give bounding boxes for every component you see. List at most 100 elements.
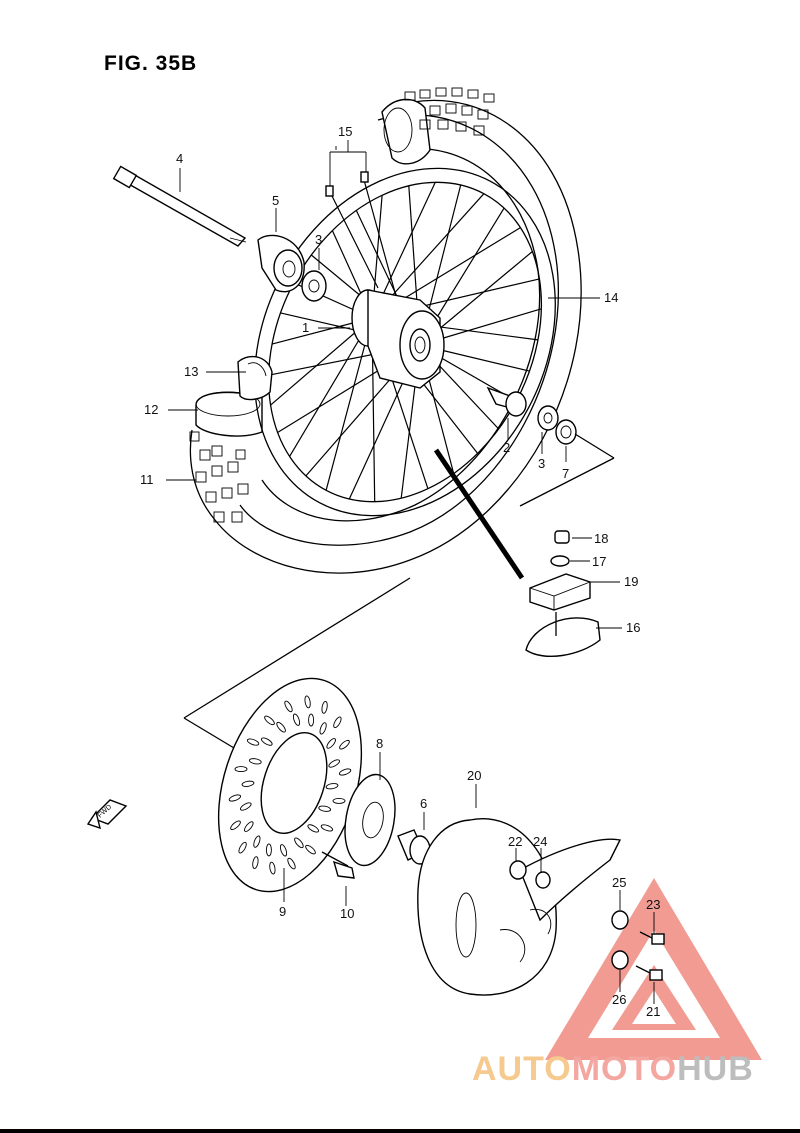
watermark-text: AUTOMOTOHUB: [472, 1050, 754, 1089]
callout-14: 14: [604, 290, 618, 305]
callout-11: 11: [140, 472, 154, 487]
disc-slot: [241, 780, 255, 787]
callout-5: 5: [272, 193, 279, 208]
disc-slot: [333, 716, 342, 729]
spacer-right: [486, 386, 527, 417]
disc-slot: [252, 856, 259, 869]
callout-9: 9: [279, 904, 286, 919]
callout-labels: 4 5 3 15 1 14 13 12 11 2 3 7 18 17 19 16…: [140, 124, 660, 1019]
disc-slot: [294, 837, 304, 849]
callout-25: 25: [612, 875, 626, 890]
rim-lock-base-16: [525, 612, 601, 657]
bearing-left: [301, 270, 327, 302]
washer-17: [550, 555, 570, 567]
disc-slot: [321, 701, 328, 714]
spoke-pair: [325, 171, 397, 297]
disc-slot: [307, 824, 319, 833]
disc-slot: [248, 758, 262, 765]
disc-slot: [228, 794, 242, 802]
disc-slot: [320, 824, 334, 832]
bearing-right: [537, 405, 559, 431]
callout-3b: 3: [538, 456, 545, 471]
callout-18: 18: [594, 531, 608, 546]
callout-7: 7: [562, 466, 569, 481]
collar-24: [535, 871, 551, 889]
collar: [257, 234, 305, 293]
disc-slot: [240, 802, 252, 811]
watermark-auto: AUTO: [472, 1050, 572, 1088]
disc-slot: [234, 766, 248, 773]
disc-slot: [338, 768, 352, 776]
disc-slot: [276, 721, 286, 733]
callout-24: 24: [533, 834, 547, 849]
disc-slot: [292, 713, 301, 726]
watermark-moto: MOTO: [571, 1050, 678, 1088]
spoke: [325, 317, 373, 491]
disc-slot: [328, 759, 340, 768]
callout-19: 19: [624, 574, 638, 589]
callout-21: 21: [646, 1004, 660, 1019]
axle: [112, 165, 247, 247]
callout-3a: 3: [315, 232, 322, 247]
collar-22: [509, 860, 527, 880]
disc-slot: [261, 737, 273, 746]
disc-slot: [287, 857, 296, 870]
disc-slot: [230, 820, 241, 831]
nut-18: [554, 530, 570, 544]
callout-2: 2: [503, 440, 510, 455]
bolt-21: [635, 965, 663, 981]
callout-23: 23: [646, 897, 660, 912]
disc-slot: [304, 695, 311, 709]
callout-26: 26: [612, 992, 626, 1007]
disc-slot: [264, 715, 275, 726]
disc-slot: [253, 835, 261, 848]
washer-26: [611, 950, 629, 970]
watermark-hub: HUB: [677, 1050, 754, 1088]
disc-slot: [326, 738, 336, 749]
assembly-guide-lines: [183, 433, 615, 749]
disc-slot: [325, 783, 339, 790]
callout-15: 15: [338, 124, 352, 139]
callout-16: 16: [626, 620, 640, 635]
disc-slot: [238, 841, 247, 854]
disc-slot: [339, 739, 350, 750]
bottom-border: [0, 1129, 800, 1133]
washer-25: [611, 910, 629, 930]
disc-slot: [265, 843, 272, 857]
drive-plate: [344, 773, 396, 867]
callout-6: 6: [420, 796, 427, 811]
rim-tape: [237, 355, 273, 401]
callout-12: 12: [144, 402, 158, 417]
disc-slot: [305, 844, 316, 855]
disc-slot: [244, 821, 254, 832]
disc-slot: [284, 700, 293, 713]
leader-lines: [166, 140, 655, 1004]
hub: [351, 289, 445, 389]
disc-slot: [279, 844, 288, 857]
disc-slot: [319, 722, 327, 735]
seal-right: [555, 419, 577, 445]
callout-20: 20: [467, 768, 481, 783]
figure-title: FIG. 35B: [104, 52, 198, 75]
disc-slot: [269, 861, 276, 875]
watermark-triangle: [545, 878, 762, 1060]
callout-22: 22: [508, 834, 522, 849]
fwd-arrow-icon: FWD: [86, 799, 128, 830]
disc-slot: [308, 713, 315, 727]
bolt-23: [639, 931, 665, 945]
disc-bolt: [321, 851, 355, 879]
callout-8: 8: [376, 736, 383, 751]
tire-outline: [189, 87, 582, 574]
brake-disc: [217, 677, 363, 893]
disc-slot: [318, 805, 332, 812]
callout-4: 4: [176, 151, 183, 166]
callout-10: 10: [340, 906, 354, 921]
disc-slot: [332, 797, 346, 804]
callout-13: 13: [184, 364, 198, 379]
disc-slot: [246, 738, 260, 746]
callout-17: 17: [592, 554, 606, 569]
rim-lock-19: [529, 573, 591, 611]
callout-1: 1: [302, 320, 309, 335]
